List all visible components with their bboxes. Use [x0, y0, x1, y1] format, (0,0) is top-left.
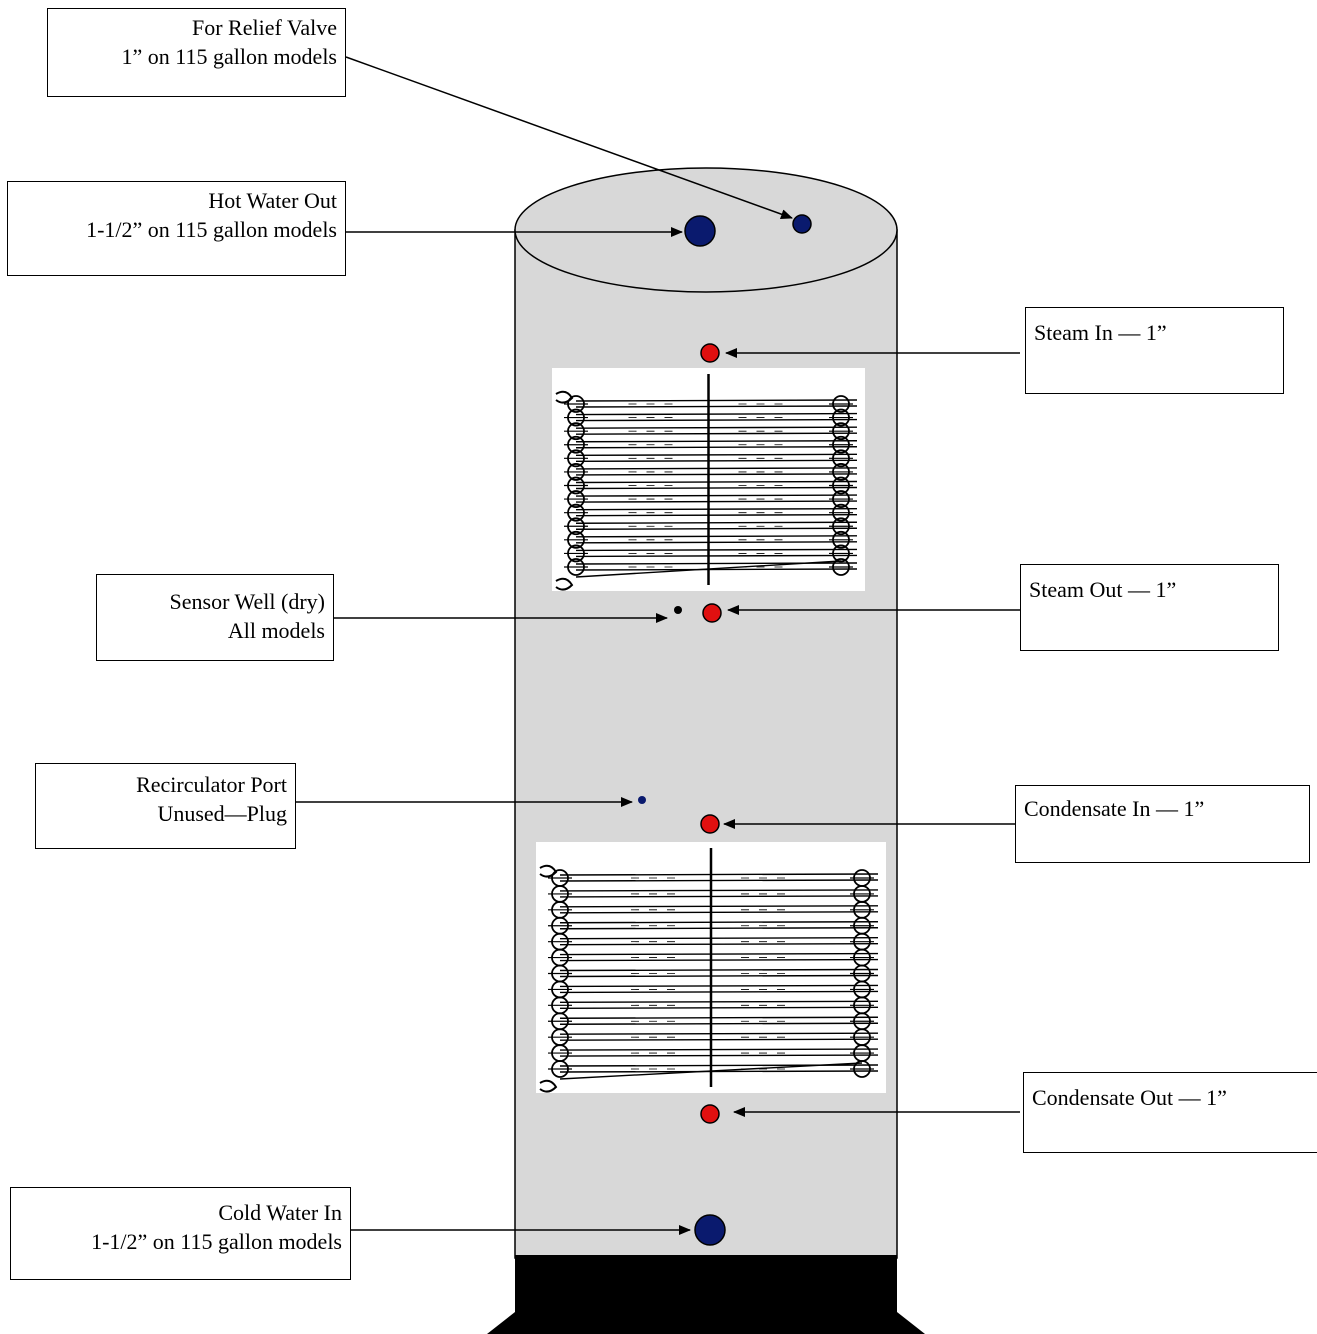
- coil-tube: [559, 905, 879, 908]
- coil-tube: [575, 418, 858, 422]
- condensate-out-port: [700, 1104, 720, 1124]
- coil-tube: [559, 1070, 879, 1073]
- steam-in-port: [700, 343, 720, 363]
- lower-heating-coil: [536, 842, 886, 1093]
- coil-tube: [559, 1032, 879, 1035]
- coil-tube: [575, 494, 858, 497]
- coil-tube: [575, 541, 858, 544]
- coil-tube: [559, 921, 879, 924]
- condensate-in-port: [700, 814, 720, 834]
- cold-water-in-size: 1-1/2” on 115 gallon models: [91, 1229, 342, 1254]
- recirculator-port-label: Recirculator Port Unused—Plug: [35, 763, 296, 849]
- recirculator-port-note: Unused—Plug: [157, 801, 287, 826]
- coil-tube: [575, 548, 858, 552]
- coil-tube: [575, 480, 858, 484]
- coil-tube: [559, 1000, 879, 1004]
- coil-tube: [559, 936, 879, 940]
- coil-tube: [575, 426, 858, 429]
- coil-inlet-hook: [555, 390, 574, 404]
- steam-out-title: Steam Out — 1”: [1029, 577, 1177, 602]
- coil-tube: [575, 412, 858, 416]
- sensor-well-note: All models: [227, 618, 325, 643]
- sensor-well-port: [674, 606, 682, 614]
- coil-tube: [575, 521, 858, 524]
- upper-heating-coil: [552, 368, 865, 591]
- coil-tube: [559, 927, 879, 930]
- coil-tube: [559, 942, 879, 946]
- coil-outlet-hook: [539, 1079, 558, 1093]
- relief-valve-arrow: [345, 56, 793, 219]
- condensate-out-title: Condensate Out — 1”: [1032, 1085, 1227, 1110]
- recirculator-port-title: Recirculator Port: [136, 772, 287, 797]
- coil-tube: [575, 473, 858, 476]
- coil-tube: [559, 990, 879, 994]
- coil-outlet-hook: [555, 577, 574, 591]
- coil-tube: [575, 568, 858, 571]
- coil-tube: [559, 1054, 879, 1057]
- cold-water-in-label: Cold Water In 1-1/2” on 115 gallon model…: [10, 1187, 351, 1280]
- coil-tube: [559, 974, 879, 978]
- tank-base: [487, 1255, 925, 1334]
- steam-in-label: Steam In — 1”: [1025, 307, 1284, 394]
- coil-diagonal-return: [559, 1062, 863, 1080]
- relief-valve-size: 1” on 115 gallon models: [121, 44, 338, 69]
- hot-water-out-title: Hot Water Out: [208, 188, 337, 213]
- coil-tube: [575, 513, 858, 517]
- coil-tube: [559, 958, 879, 962]
- coil-tube: [559, 873, 879, 876]
- coil-tube: [575, 486, 858, 490]
- coil-diagonal-return: [575, 560, 842, 578]
- coil-tube: [575, 459, 858, 463]
- relief-valve-title: For Relief Valve: [191, 15, 337, 40]
- coil-inlet-hook: [539, 864, 558, 878]
- coil-tube: [559, 984, 879, 988]
- sensor-well-label: Sensor Well (dry) All models: [96, 574, 334, 661]
- coil-tube: [575, 399, 858, 402]
- coil-tube: [575, 535, 858, 538]
- hot-water-out-label: Hot Water Out 1-1/2” on 115 gallon model…: [7, 181, 346, 276]
- coil-tube: [559, 1006, 879, 1010]
- relief-valve-port: [792, 214, 812, 234]
- hot-water-out-port: [684, 215, 716, 247]
- coil-tube: [559, 911, 879, 914]
- coil-tube: [559, 1016, 879, 1019]
- sensor-well-title: Sensor Well (dry): [169, 589, 325, 614]
- relief-valve-label: For Relief Valve 1” on 115 gallon models: [47, 8, 346, 97]
- coil-tube: [559, 968, 879, 972]
- hot-water-out-size: 1-1/2” on 115 gallon models: [86, 217, 337, 242]
- coil-tube: [575, 507, 858, 511]
- coil-tube: [559, 1048, 879, 1051]
- coil-tube: [575, 467, 858, 470]
- coil-tube: [575, 432, 858, 435]
- coil-tube: [559, 1038, 879, 1041]
- recirculator-port: [638, 796, 646, 804]
- cold-water-in-port: [694, 1214, 726, 1246]
- cold-water-in-title: Cold Water In: [218, 1200, 342, 1225]
- coil-tube: [559, 879, 879, 882]
- coil-tube: [575, 500, 858, 503]
- condensate-in-label: Condensate In — 1”: [1015, 785, 1310, 863]
- coil-tube: [559, 1022, 879, 1025]
- steam-out-label: Steam Out — 1”: [1020, 564, 1279, 651]
- coil-tube: [575, 405, 858, 408]
- coil-tube: [575, 527, 858, 530]
- condensate-out-label: Condensate Out — 1”: [1023, 1072, 1317, 1153]
- steam-out-port: [702, 603, 722, 623]
- condensate-in-title: Condensate In — 1”: [1024, 796, 1205, 821]
- coil-tube: [559, 889, 879, 892]
- coil-tube: [559, 952, 879, 956]
- coil-tube: [559, 895, 879, 898]
- coil-tube: [575, 554, 858, 558]
- coil-tube: [575, 440, 858, 443]
- steam-in-title: Steam In — 1”: [1034, 320, 1167, 345]
- coil-tube: [575, 453, 858, 457]
- coil-tube: [575, 446, 858, 449]
